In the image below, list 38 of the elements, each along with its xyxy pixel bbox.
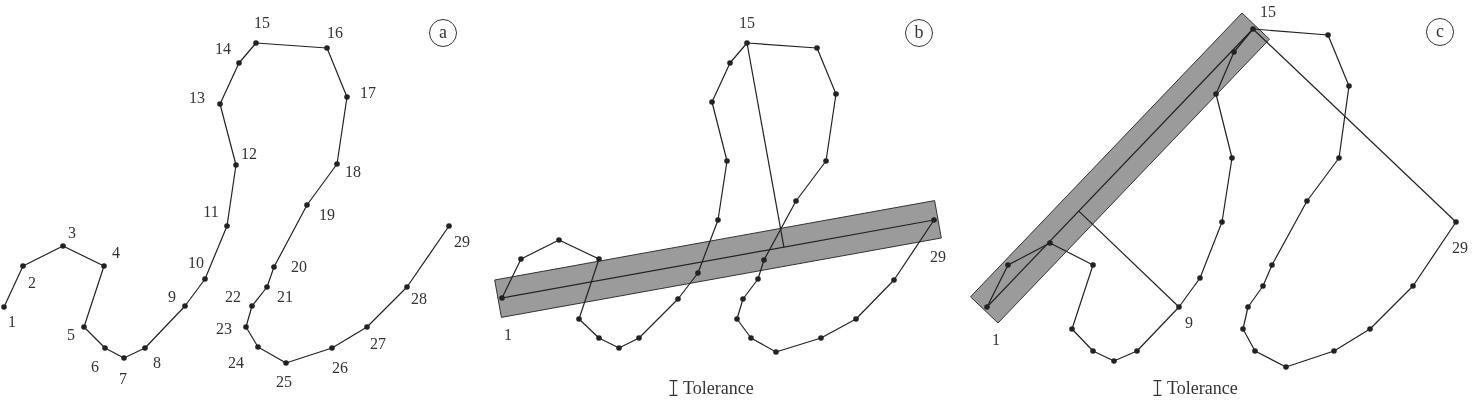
vertex-number: 1 — [504, 327, 512, 343]
vertex-number: 15 — [254, 15, 270, 31]
vertex-number: 11 — [203, 204, 219, 220]
vertex-number: 29 — [930, 249, 946, 265]
vertex-number: 27 — [370, 336, 386, 352]
vertex-number: 6 — [91, 359, 99, 375]
vertex-number: 21 — [277, 289, 293, 305]
vertex-number: 14 — [215, 41, 231, 57]
vertex-number: 8 — [153, 355, 161, 371]
vertex-number: 3 — [68, 225, 76, 241]
vertex-number: 10 — [188, 255, 204, 271]
vertex-number: 9 — [1185, 315, 1193, 331]
vertex-number: 28 — [411, 291, 427, 307]
vertex-number: 2 — [28, 275, 36, 291]
vertex-number: 15 — [739, 15, 755, 31]
vertex-number: 9 — [168, 289, 176, 305]
vertex-number: 29 — [454, 234, 470, 250]
vertex-number: 22 — [225, 289, 241, 305]
vertex-number: 5 — [67, 327, 75, 343]
legend-text: Tolerance — [683, 379, 754, 397]
vertex-number: 4 — [112, 245, 120, 261]
vertex-number: 26 — [332, 360, 348, 376]
vertex-number: 19 — [319, 207, 335, 223]
vertex-number: 12 — [241, 146, 257, 162]
vertex-number: 25 — [276, 374, 292, 390]
vertex-number: 20 — [291, 259, 307, 275]
vertex-number: 18 — [345, 164, 361, 180]
vertex-number: 17 — [360, 85, 376, 101]
vertex-number: 7 — [119, 371, 127, 387]
vertex-number: 15 — [1260, 4, 1276, 20]
vertex-number: 1 — [8, 314, 16, 330]
legend-text: Tolerance — [1167, 379, 1238, 397]
vertex-number: 16 — [327, 25, 343, 41]
vertex-number: 24 — [228, 355, 244, 371]
vertex-number: 13 — [189, 90, 205, 106]
vertex-number: 1 — [992, 332, 1000, 348]
vertex-number: 29 — [1452, 240, 1468, 256]
vertex-number: 23 — [216, 321, 232, 337]
